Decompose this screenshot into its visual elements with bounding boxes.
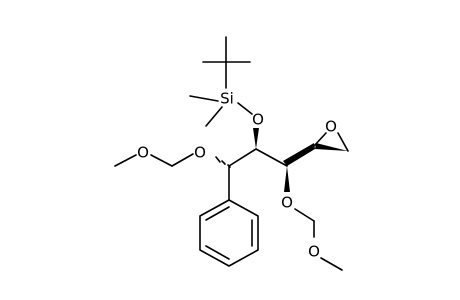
bond-mom-left-ch2-o: [150, 154, 173, 167]
phenyl-double-bond-3: [205, 206, 230, 221]
wedge-bond-c2-o: [253, 128, 259, 149]
bond-si-o: [237, 102, 253, 115]
bond-mom-right-o-ch2: [294, 208, 315, 222]
bond-c1-c2: [228, 148, 257, 167]
bond-mom-left-o-ch3: [114, 154, 137, 167]
wedge-bond-epoxide-ch2: [315, 143, 348, 151]
atom-label-o-mom-right-1: O: [281, 194, 293, 212]
bond-c2-c3: [255, 148, 288, 167]
atom-label-o-mom-right-2: O: [308, 243, 320, 261]
phenyl-double-bond-2: [205, 245, 230, 260]
atom-label-si: Si: [220, 90, 234, 108]
bond-mom-right-o-ch3: [320, 257, 343, 271]
atom-label-o-silyl: O: [252, 111, 264, 129]
bond-mom-left-o-ch2: [171, 153, 194, 167]
atom-label-o-mom-left-2: O: [137, 144, 149, 162]
atom-label-o-mom-left-1: O: [194, 144, 206, 162]
bond-si-methyl-lower: [205, 106, 223, 127]
hashed-bond-c1-o: [215, 156, 231, 168]
atom-label-o-epoxide: O: [325, 118, 337, 136]
bond-epoxide-o-ch2: [337, 132, 349, 152]
bond-si-methyl-upper: [189, 95, 219, 102]
phenyl-ring: [199, 199, 259, 267]
wedge-bond-c3-epoxide: [283, 143, 315, 166]
wedge-bond-c3-o: [284, 166, 290, 192]
